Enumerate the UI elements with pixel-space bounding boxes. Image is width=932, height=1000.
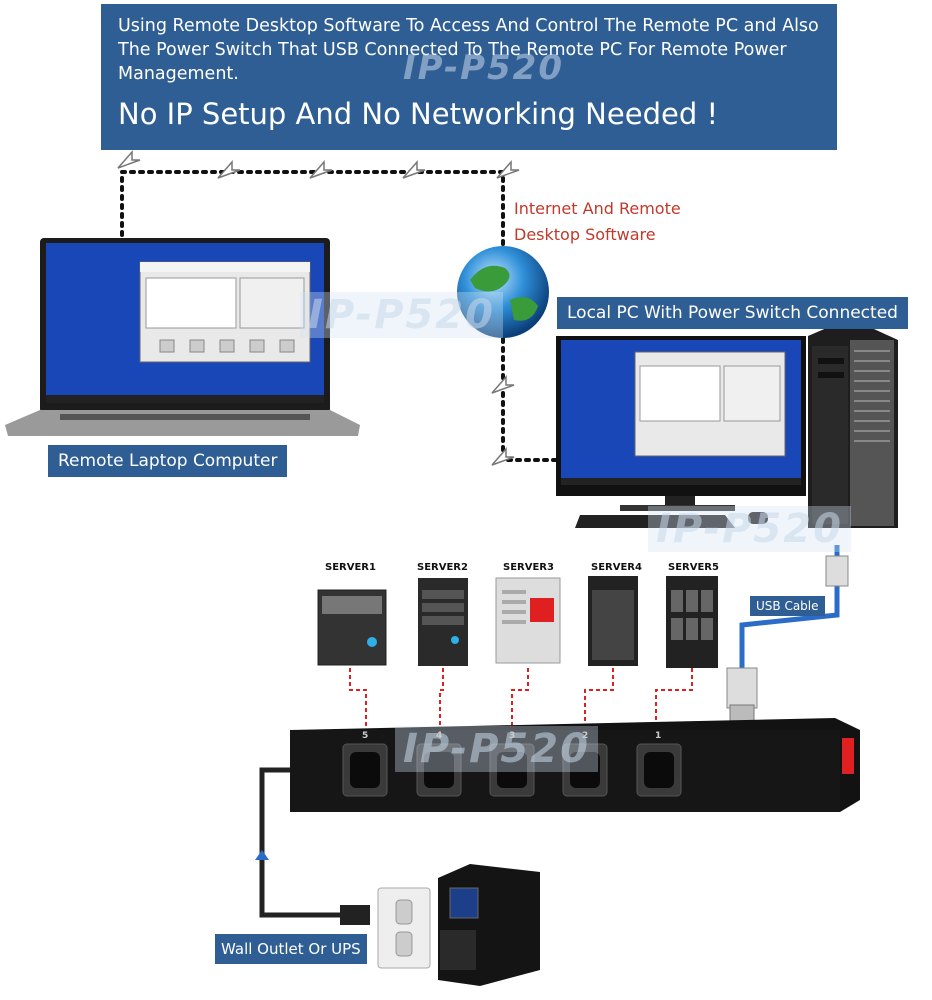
outlet-number: 1 bbox=[655, 731, 662, 741]
local-pc-label: Local PC With Power Switch Connected bbox=[557, 297, 908, 329]
watermark: IP-P520 bbox=[403, 48, 564, 88]
outlet-number: 5 bbox=[362, 731, 369, 741]
server-label: SERVER4 bbox=[591, 562, 642, 573]
internet-label: Internet And Remote Desktop Software bbox=[514, 199, 681, 244]
arrow-up-icon bbox=[255, 850, 269, 860]
usb-cable-label: USB Cable bbox=[750, 596, 825, 616]
wall-outlet-label: Wall Outlet Or UPS bbox=[215, 934, 367, 964]
outlet-number: 4 bbox=[436, 731, 443, 741]
ups-graphic bbox=[438, 864, 540, 986]
watermark: IP-P520 bbox=[648, 506, 851, 552]
remote-laptop-label: Remote Laptop Computer bbox=[48, 445, 288, 477]
server-graphics bbox=[317, 576, 718, 668]
laptop-graphic bbox=[5, 238, 360, 436]
server-label: SERVER5 bbox=[668, 562, 719, 573]
monitor-graphic bbox=[556, 336, 806, 528]
outlet-number: 2 bbox=[582, 731, 589, 741]
banner-description: Using Remote Desktop Software To Access … bbox=[118, 16, 819, 84]
outlet-number: 3 bbox=[509, 731, 516, 741]
watermark: IP-P520 bbox=[395, 726, 598, 772]
pdu-graphic bbox=[290, 718, 860, 812]
plug-graphic bbox=[340, 905, 370, 925]
server-label: SERVER3 bbox=[503, 562, 554, 573]
server-label: SERVER2 bbox=[417, 562, 468, 573]
power-cables bbox=[349, 668, 693, 734]
cursor-arrows bbox=[117, 150, 520, 466]
server-label: SERVER1 bbox=[325, 562, 376, 573]
internet-globe bbox=[457, 246, 549, 338]
input-power-cable bbox=[259, 767, 340, 918]
banner-headline: No IP Setup And No Networking Needed ! bbox=[118, 97, 719, 131]
watermark: IP-P520 bbox=[300, 292, 503, 338]
wall-outlet-graphic bbox=[377, 887, 431, 969]
tower-pc-graphic bbox=[808, 318, 898, 528]
title-banner: Using Remote Desktop Software To Access … bbox=[101, 4, 837, 150]
usb-cable bbox=[726, 545, 849, 726]
